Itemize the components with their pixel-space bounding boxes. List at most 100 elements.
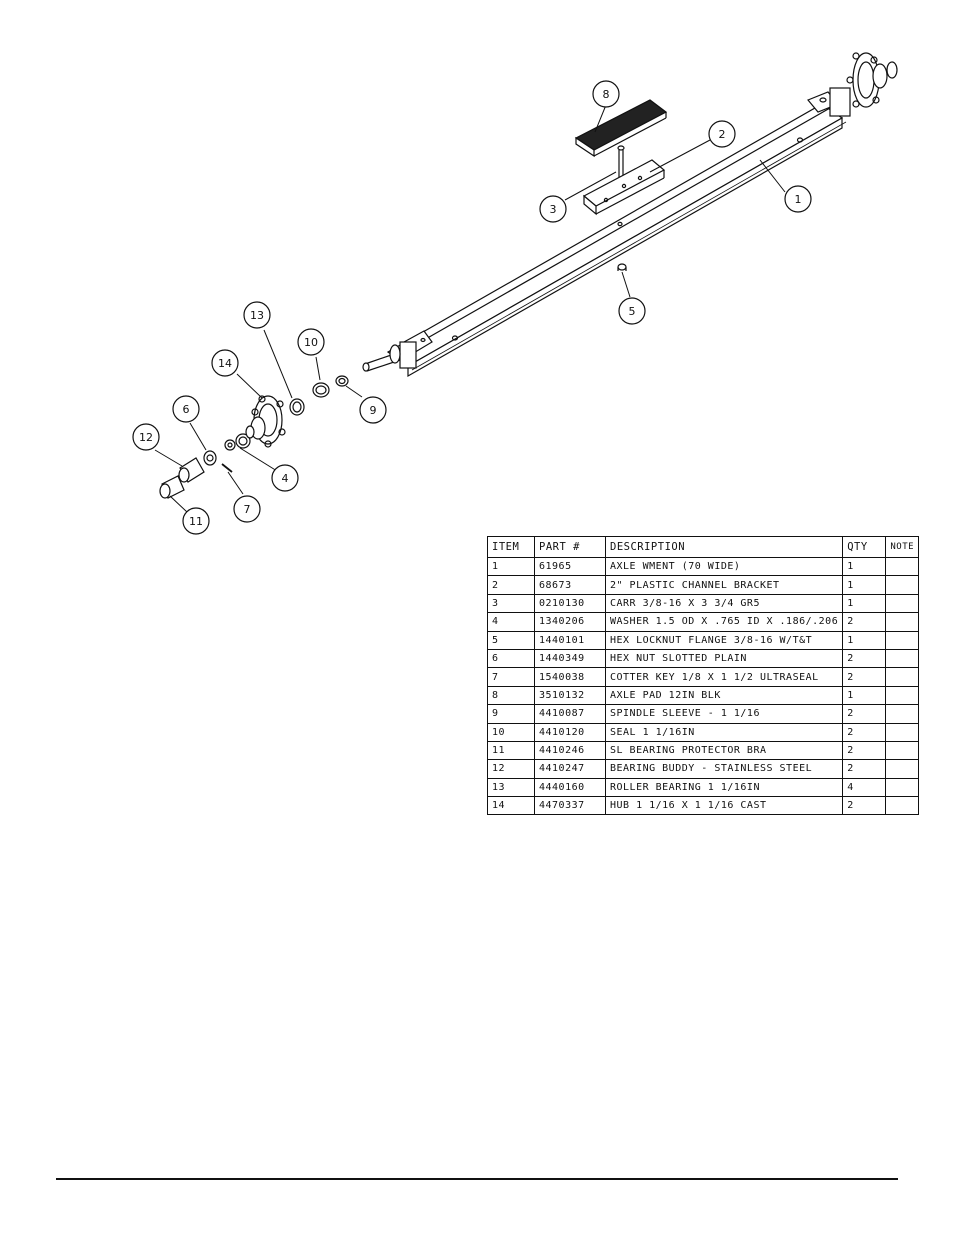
callout-8: 8	[592, 80, 620, 108]
cell-item: 13	[487, 777, 535, 798]
footer-rule	[56, 1178, 898, 1180]
cell-note	[885, 722, 920, 742]
spindle-sleeve	[335, 375, 349, 387]
header-item: ITEM	[487, 536, 535, 558]
cell-item: 5	[487, 630, 535, 650]
svg-text:1: 1	[795, 193, 802, 206]
hub	[245, 395, 286, 448]
axle-pad	[574, 99, 668, 158]
cell-description: SEAL 1 1/16IN	[604, 722, 844, 742]
cell-item: 10	[487, 722, 535, 742]
cell-qty: 1	[842, 630, 887, 650]
callout-7: 7	[233, 495, 261, 523]
cell-qty: 2	[842, 667, 887, 687]
channel-bracket	[582, 159, 666, 216]
svg-text:10: 10	[304, 336, 318, 349]
cell-qty: 1	[842, 685, 887, 706]
cell-part: 68673	[534, 575, 606, 595]
cell-description: AXLE WMENT (70 WIDE)	[604, 556, 844, 577]
seal	[312, 382, 330, 398]
svg-text:6: 6	[183, 403, 190, 416]
cell-qty: 2	[842, 740, 887, 761]
bom-header-row: ITEM PART # DESCRIPTION QTY NOTE	[487, 536, 920, 558]
cell-part: 1440101	[534, 630, 606, 650]
bearing-protector	[159, 475, 185, 499]
cell-description: AXLE PAD 12IN BLK	[604, 685, 844, 706]
hub-assembly-right	[807, 52, 898, 117]
washer	[224, 439, 236, 451]
cell-part: 4410120	[534, 722, 606, 742]
header-part: PART #	[534, 536, 606, 558]
header-note: NOTE	[885, 536, 920, 558]
leader-lines	[154, 104, 786, 513]
cell-qty: 1	[842, 556, 887, 577]
cell-description: ROLLER BEARING 1 1/16IN	[604, 777, 844, 798]
cell-part: 1340206	[534, 612, 606, 632]
carriage-bolt	[617, 145, 625, 178]
cell-item: 6	[487, 648, 535, 669]
cell-description: HUB 1 1/16 X 1 1/16 CAST	[604, 796, 844, 816]
cell-note	[885, 740, 920, 761]
cell-item: 11	[487, 740, 535, 761]
callout-5: 5	[618, 297, 646, 325]
header-qty: QTY	[842, 536, 887, 558]
exploded-axle-diagram: 8 2 3 1 5 10 9 13 14 4 6 7 12 11	[132, 52, 898, 535]
cell-note	[885, 704, 920, 724]
callout-14: 14	[211, 349, 239, 377]
cotter-key	[221, 463, 233, 473]
cell-note	[885, 630, 920, 650]
callout-4: 4	[271, 464, 299, 492]
cell-part: 4410247	[534, 759, 606, 779]
cell-qty: 2	[842, 648, 887, 669]
callout-12: 12	[132, 423, 160, 451]
callout-13: 13	[243, 301, 271, 329]
cell-description: COTTER KEY 1/8 X 1 1/2 ULTRASEAL	[604, 667, 844, 687]
cell-part: 3510132	[534, 685, 606, 706]
cell-item: 8	[487, 685, 535, 706]
cell-note	[885, 667, 920, 687]
svg-text:14: 14	[218, 357, 232, 370]
cell-qty: 2	[842, 612, 887, 632]
cell-item: 2	[487, 575, 535, 595]
cell-note	[885, 575, 920, 595]
cell-note	[885, 759, 920, 779]
cell-item: 4	[487, 612, 535, 632]
cell-note	[885, 556, 920, 577]
svg-text:5: 5	[629, 305, 636, 318]
cell-qty: 2	[842, 759, 887, 779]
spindle-left	[362, 330, 433, 372]
svg-text:4: 4	[282, 472, 289, 485]
cell-description: BEARING BUDDY - STAINLESS STEEL	[604, 759, 844, 779]
cell-part: 4470337	[534, 796, 606, 816]
hex-locknut	[617, 263, 627, 271]
cell-item: 14	[487, 796, 535, 816]
cell-description: 2" PLASTIC CHANNEL BRACKET	[604, 575, 844, 595]
roller-bearing	[235, 398, 305, 449]
svg-text:2: 2	[719, 128, 726, 141]
cell-part: 4440160	[534, 777, 606, 798]
callout-9: 9	[359, 396, 387, 424]
svg-text:7: 7	[244, 503, 251, 516]
callout-3: 3	[539, 195, 567, 223]
cell-part: 4410087	[534, 704, 606, 724]
callout-6: 6	[172, 395, 200, 423]
cell-qty: 2	[842, 704, 887, 724]
cell-note	[885, 612, 920, 632]
bearing-buddy	[178, 457, 205, 483]
svg-text:9: 9	[370, 404, 377, 417]
cell-item: 7	[487, 667, 535, 687]
axle-tube	[386, 103, 847, 378]
cell-description: HEX NUT SLOTTED PLAIN	[604, 648, 844, 669]
cell-note	[885, 648, 920, 669]
